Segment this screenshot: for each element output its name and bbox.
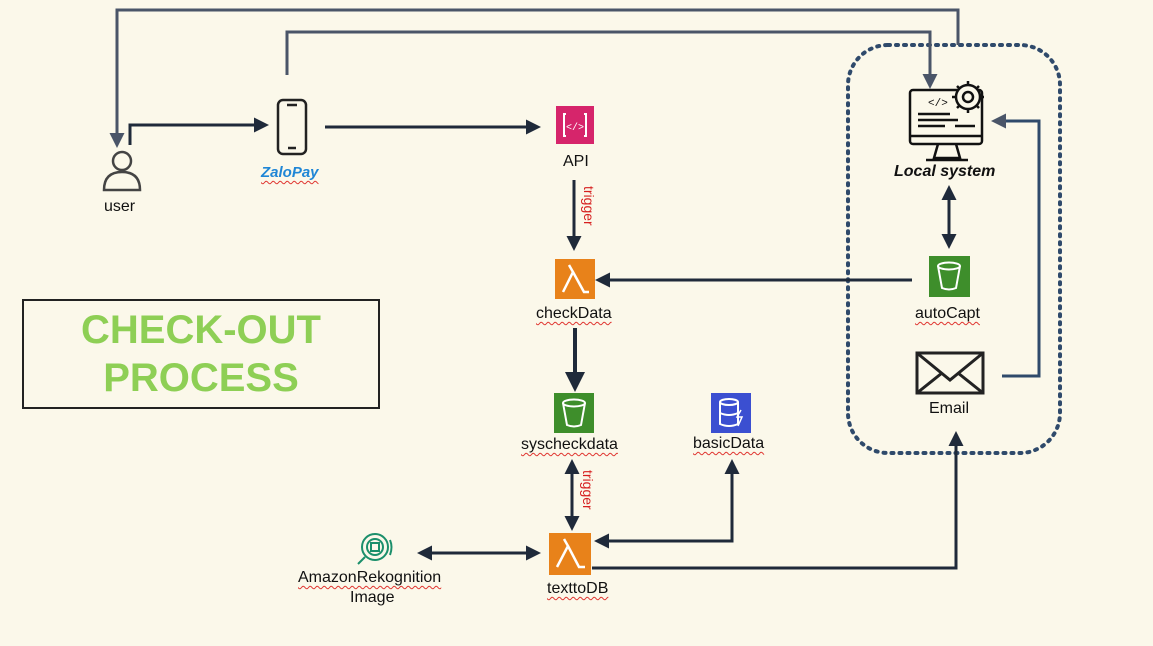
api-label: API (563, 153, 589, 170)
local-system-group (846, 43, 1062, 455)
computer-gear-icon: </> (908, 81, 984, 162)
autocapt-label: autoCapt (915, 305, 980, 322)
rekognition-label-line1: AmazonRekognition (298, 569, 442, 586)
title-line-1: CHECK-OUT (81, 308, 321, 352)
title-box: CHECK-OUT PROCESS (22, 299, 380, 409)
trigger-label-syscheckdata-texttodb: trigger (580, 470, 596, 510)
svg-text:</>: </> (566, 122, 584, 134)
s3-bucket-icon (554, 393, 594, 433)
lambda-icon (549, 533, 591, 575)
checkdata-label: checkData (536, 305, 612, 322)
svg-text:</>: </> (928, 98, 948, 110)
local-system-label: Local system (894, 163, 996, 180)
connector-email-localsystem (991, 113, 1041, 378)
mobile-phone-icon (276, 98, 308, 156)
basicdata-label: basicData (693, 435, 765, 452)
user-icon (102, 150, 142, 192)
trigger-label-api-checkdata: trigger (581, 186, 597, 226)
rekognition-icon (357, 533, 393, 565)
lambda-icon (555, 259, 595, 299)
connector-user-zalopay (128, 117, 269, 145)
dynamodb-icon (711, 393, 751, 433)
texttodb-label: texttoDB (547, 580, 609, 597)
zalopay-label: ZaloPay (261, 164, 319, 181)
connector-basicdata-texttodb (594, 459, 740, 549)
rekognition-label-line2: Image (350, 589, 395, 606)
email-label: Email (929, 400, 970, 417)
title-line-2: PROCESS (103, 356, 299, 400)
connector-localsystem-user (109, 8, 960, 148)
s3-bucket-icon (929, 256, 970, 297)
syscheckdata-label: syscheckdata (521, 436, 618, 453)
connector-zalopay-localsystem (285, 30, 938, 89)
connector-texttodb-email (592, 431, 964, 570)
envelope-icon (915, 351, 985, 395)
user-label: user (104, 198, 136, 215)
api-gateway-icon: </> (556, 106, 594, 144)
